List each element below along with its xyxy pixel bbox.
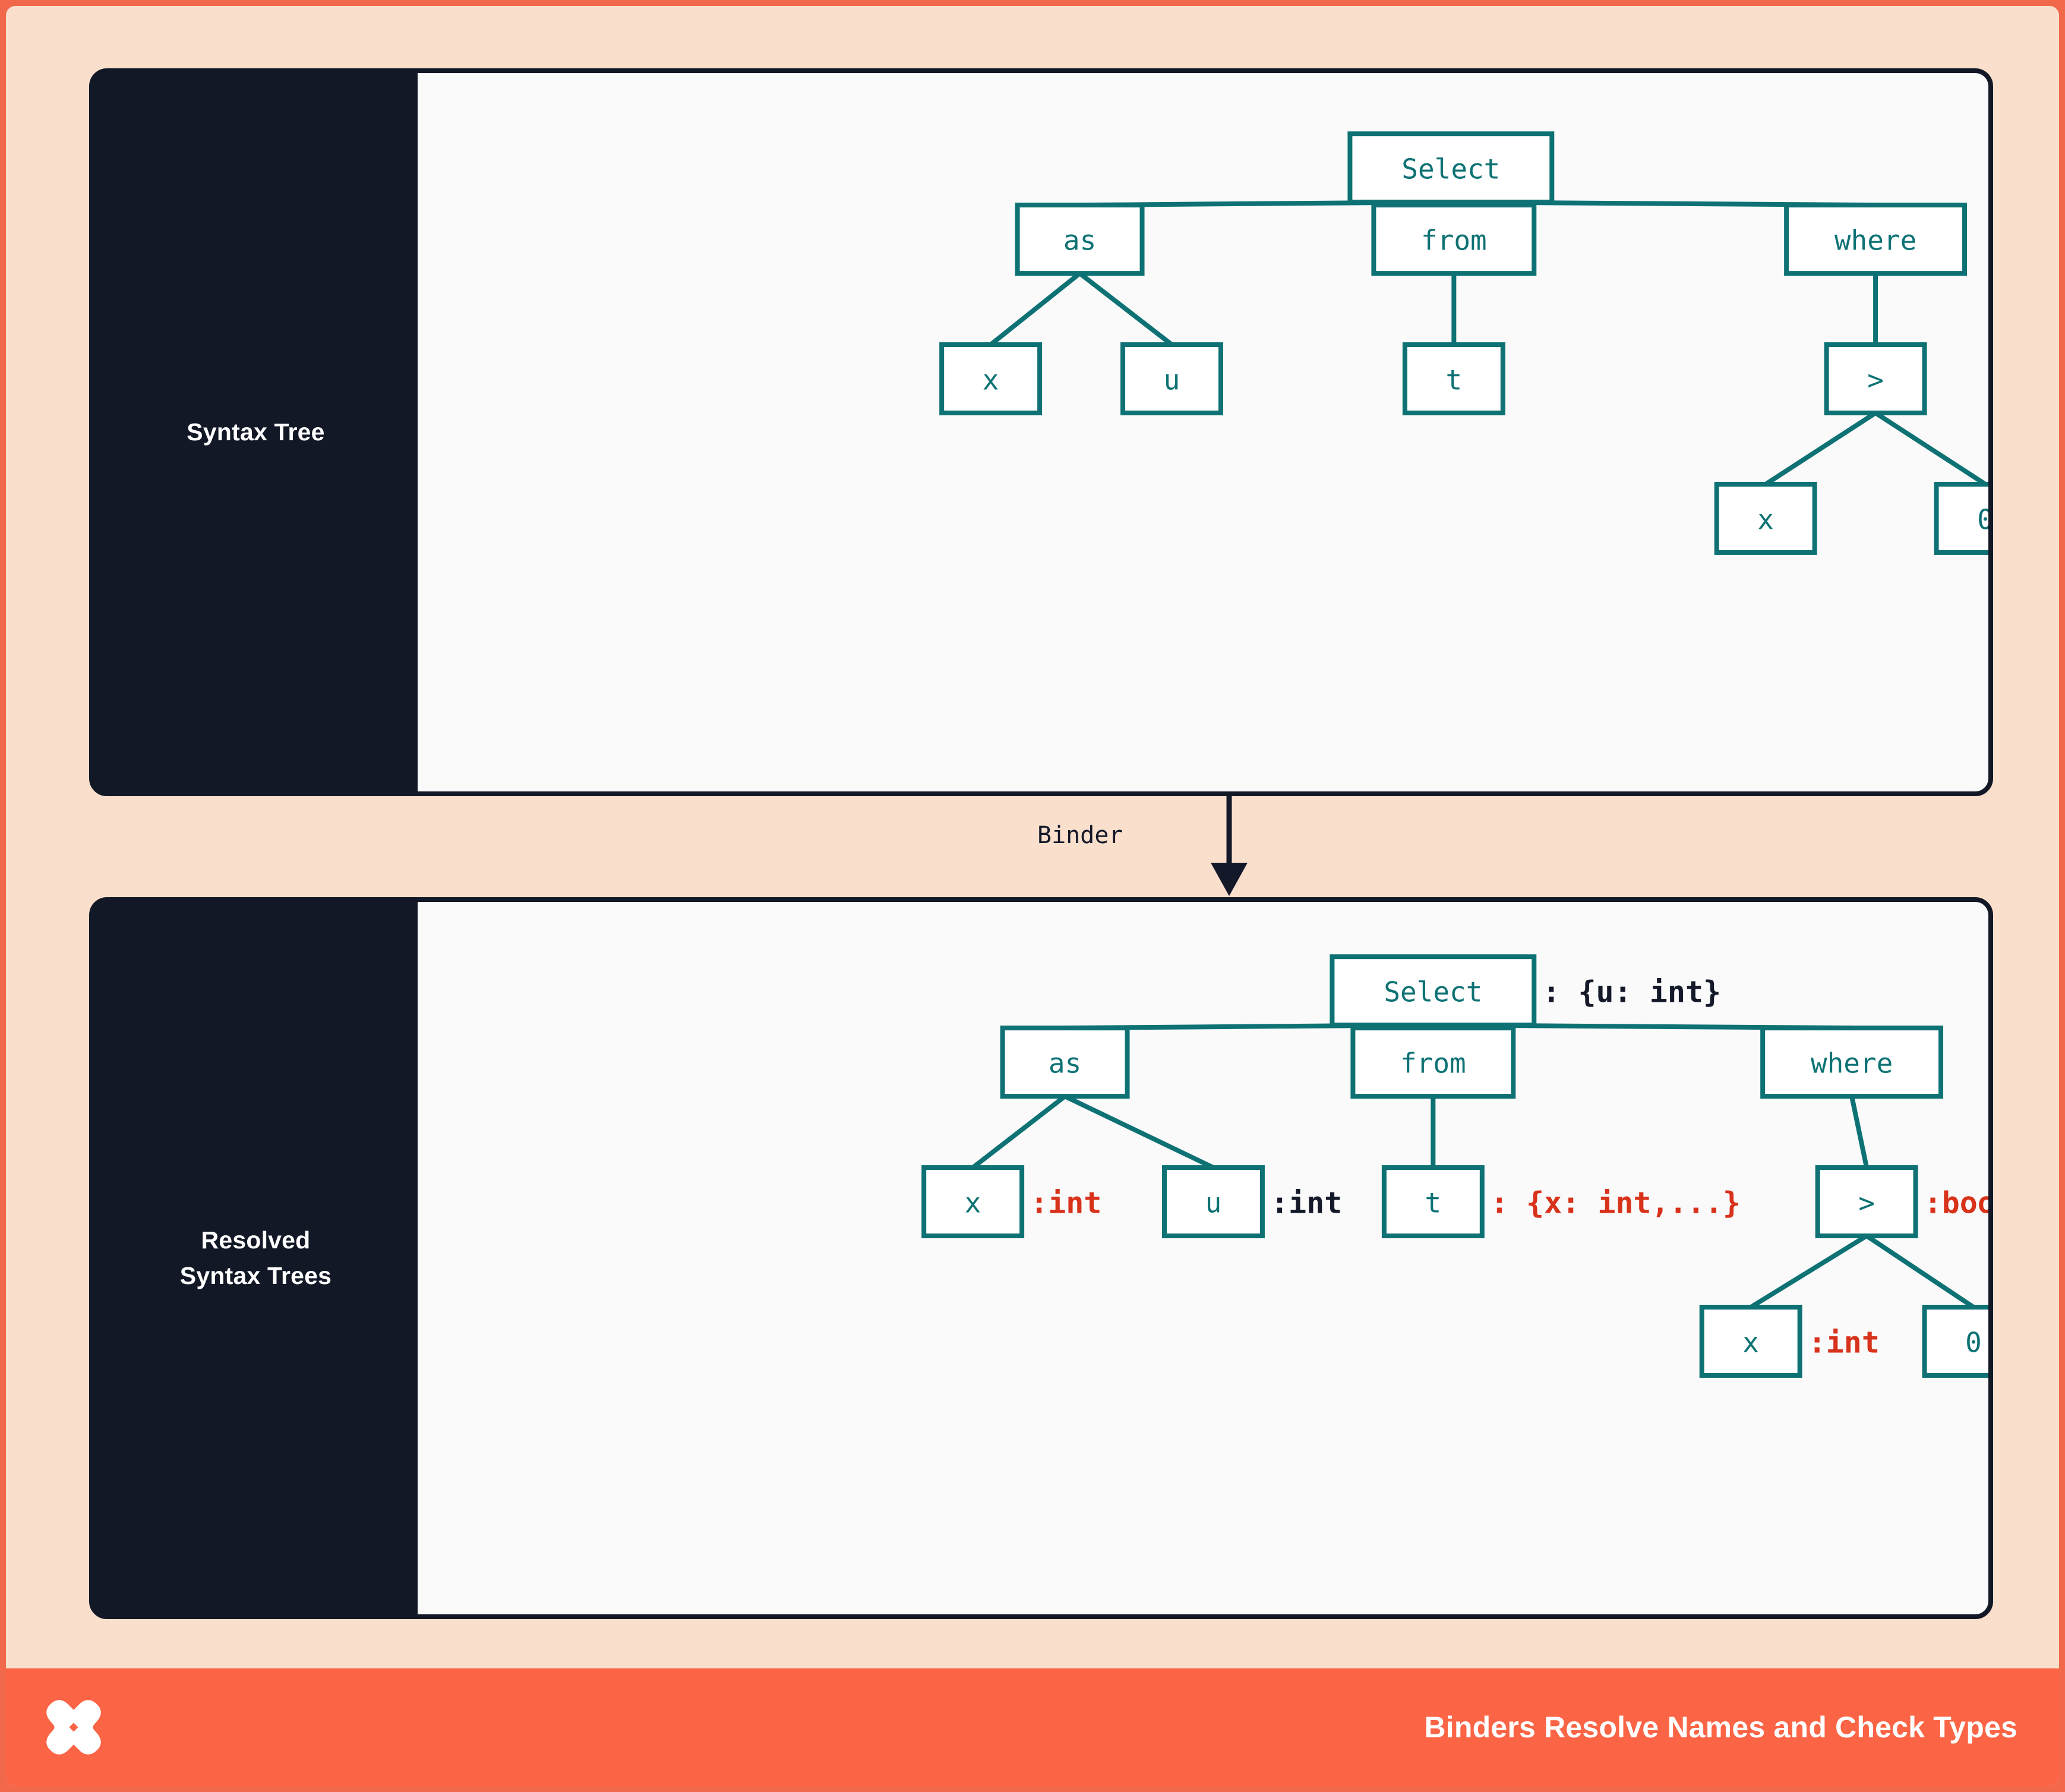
syntax-tree-node-as_x[interactable]: x <box>939 342 1043 416</box>
syntax-tree-svg: Select as from where x u t > x 0 <box>939 131 1988 555</box>
node-label: Select <box>1384 976 1482 1008</box>
node-label: as <box>1049 1048 1081 1080</box>
node-box <box>1934 481 1988 555</box>
syntax-tree-node-gt_x[interactable]: x <box>1714 481 1817 555</box>
node-box <box>1371 203 1537 276</box>
tree-edge-where-to-gt <box>1849 1096 1869 1168</box>
node-box <box>1699 1304 1802 1378</box>
node-box <box>921 1165 1025 1239</box>
node-box <box>1015 203 1145 276</box>
node-label: 0 <box>1977 503 1988 535</box>
resolved-syntax-trees-panel-label: Resolved Syntax Trees <box>94 902 418 1614</box>
node-label: as <box>1063 225 1096 257</box>
panel-label-line-2: Syntax Trees <box>179 1261 332 1289</box>
resolved-tree-annotation-from_t: : {x: int,...} <box>1491 1186 1741 1220</box>
syntax-tree-node-where[interactable]: where <box>1784 203 1968 276</box>
node-label: x <box>983 364 999 396</box>
tree-edge-as-to-as_x <box>971 1094 1067 1170</box>
resolved-tree-node-gt_x[interactable]: x <box>1699 1304 1802 1378</box>
node-label: > <box>1858 1187 1875 1219</box>
panel-label-line-1: Resolved <box>201 1226 311 1254</box>
binder-arrow-svg <box>1211 796 1248 896</box>
resolved-tree-annotation-as_x: :int <box>1030 1186 1101 1220</box>
resolved-tree-node-select[interactable]: Select <box>1330 954 1537 1028</box>
node-label: u <box>1205 1187 1222 1219</box>
footer-bar: Binders Resolve Names and Check Types <box>6 1668 2059 1786</box>
node-label: t <box>1425 1187 1442 1219</box>
resolved-tree-node-gt[interactable]: > <box>1815 1165 1918 1239</box>
node-box <box>1350 1026 1516 1099</box>
node-label: from <box>1400 1048 1466 1080</box>
node-label: u <box>1164 364 1180 396</box>
node-box <box>1402 342 1505 416</box>
tree-edge-as-to-as_u <box>1063 1094 1215 1170</box>
syntax-tree-node-from_t[interactable]: t <box>1402 342 1505 416</box>
resolved-tree-annotation-as_u: :int <box>1271 1186 1342 1220</box>
node-box <box>1381 1165 1485 1239</box>
node-label: x <box>1757 503 1774 535</box>
tree-edge-gt-to-gt_x <box>1764 411 1877 487</box>
tree-edge-gt-to-gt_0 <box>1865 1233 1975 1310</box>
tree-edge-gt-to-gt_0 <box>1874 411 1987 487</box>
node-box <box>1760 1026 1944 1099</box>
tree-edge-gt-to-gt_x <box>1750 1233 1868 1310</box>
binder-label: Binder <box>1037 822 1123 849</box>
node-label: Select <box>1401 153 1500 185</box>
node-box <box>1784 203 1968 276</box>
node-label: > <box>1867 364 1884 396</box>
footer-caption: Binders Resolve Names and Check Types <box>1424 1711 2017 1744</box>
node-label: where <box>1834 225 1916 257</box>
node-label: 0 <box>1965 1326 1982 1358</box>
syntax-tree-node-as_u[interactable]: u <box>1120 342 1223 416</box>
syntax-tree-node-from[interactable]: from <box>1371 203 1537 276</box>
syntax-tree-panel: Syntax Tree Select as from where x u t > x 0 <box>89 68 1993 796</box>
node-label: x <box>965 1187 981 1219</box>
resolved-tree-annotation-select: : {u: int} <box>1542 975 1721 1009</box>
node-label: x <box>1742 1326 1759 1358</box>
node-box <box>1922 1304 1988 1378</box>
syntax-tree-node-gt_0[interactable]: 0 <box>1934 481 1988 555</box>
resolved-syntax-trees-canvas: Select : {u: int} as from where x :int u :int t : … <box>418 902 1988 1614</box>
binder-connector <box>89 796 1993 897</box>
node-label: from <box>1421 225 1487 257</box>
resolved-tree-node-as_x[interactable]: x <box>921 1165 1025 1239</box>
butterfly-x-logo-icon <box>46 1700 101 1755</box>
syntax-tree-canvas: Select as from where x u t > x 0 <box>418 73 1988 791</box>
resolved-syntax-trees-panel: Resolved Syntax Trees Select : {u: int} as… <box>89 897 1993 1619</box>
syntax-tree-node-select[interactable]: Select <box>1347 131 1555 205</box>
resolved-tree-node-as_u[interactable]: u <box>1162 1165 1265 1239</box>
resolved-tree-node-from_t[interactable]: t <box>1381 1165 1485 1239</box>
node-label: where <box>1811 1048 1893 1080</box>
resolved-tree-node-as[interactable]: as <box>1000 1026 1130 1099</box>
syntax-tree-node-gt[interactable]: > <box>1824 342 1927 416</box>
tree-edge-as-to-as_u <box>1078 271 1173 347</box>
binder-arrow-head <box>1211 863 1248 896</box>
node-box <box>1000 1026 1130 1099</box>
node-box <box>1815 1165 1918 1239</box>
node-label: t <box>1445 364 1462 396</box>
resolved-tree-annotation-gt: :bool <box>1924 1186 1988 1220</box>
node-box <box>1714 481 1817 555</box>
syntax-tree-node-as[interactable]: as <box>1015 203 1145 276</box>
syntax-tree-panel-label: Syntax Tree <box>94 73 418 791</box>
resolved-tree-annotation-gt_x: :int <box>1808 1325 1880 1359</box>
node-box <box>1162 1165 1265 1239</box>
node-box <box>1824 342 1927 416</box>
resolved-tree-node-where[interactable]: where <box>1760 1026 1944 1099</box>
node-box <box>1347 131 1555 205</box>
resolved-syntax-tree-svg: Select : {u: int} as from where x :int u :int t : … <box>921 954 1988 1378</box>
node-box <box>1330 954 1537 1028</box>
tree-edge-as-to-as_x <box>989 271 1082 347</box>
node-box <box>939 342 1043 416</box>
node-box <box>1120 342 1223 416</box>
resolved-tree-node-gt_0[interactable]: 0 <box>1922 1304 1988 1378</box>
resolved-tree-node-from[interactable]: from <box>1350 1026 1516 1099</box>
